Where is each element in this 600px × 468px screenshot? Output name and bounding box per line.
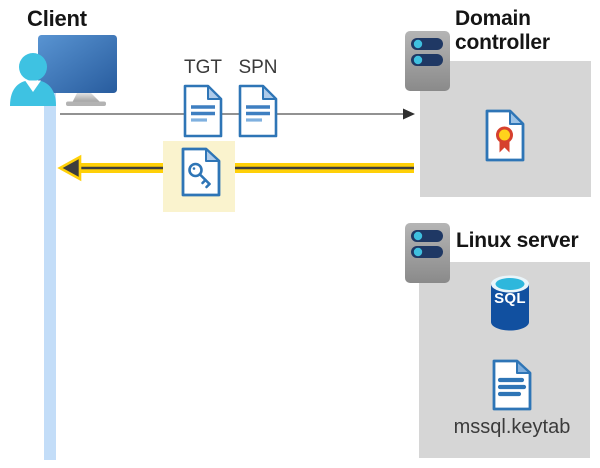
linux-server-icon	[405, 223, 450, 283]
domain-controller-title: Domain controller	[455, 7, 550, 54]
keytab-document-icon	[492, 359, 532, 411]
spn-document-icon	[238, 84, 278, 138]
keytab-filename: mssql.keytab	[453, 416, 571, 438]
key-ticket-document-icon	[181, 147, 221, 197]
spn-label: SPN	[238, 57, 278, 78]
response-arrow	[57, 154, 414, 182]
sql-badge-label: SQL	[494, 290, 526, 307]
client-computer-icon	[10, 35, 117, 106]
request-arrow	[60, 108, 415, 120]
client-lifeline	[44, 92, 56, 460]
certificate-icon	[485, 109, 525, 162]
domain-controller-server-icon	[405, 31, 450, 91]
tgt-label: TGT	[184, 57, 222, 78]
tgt-document-icon	[183, 84, 223, 138]
sql-database-icon	[491, 275, 529, 331]
client-title: Client	[27, 6, 87, 31]
linux-server-title: Linux server	[456, 229, 579, 252]
